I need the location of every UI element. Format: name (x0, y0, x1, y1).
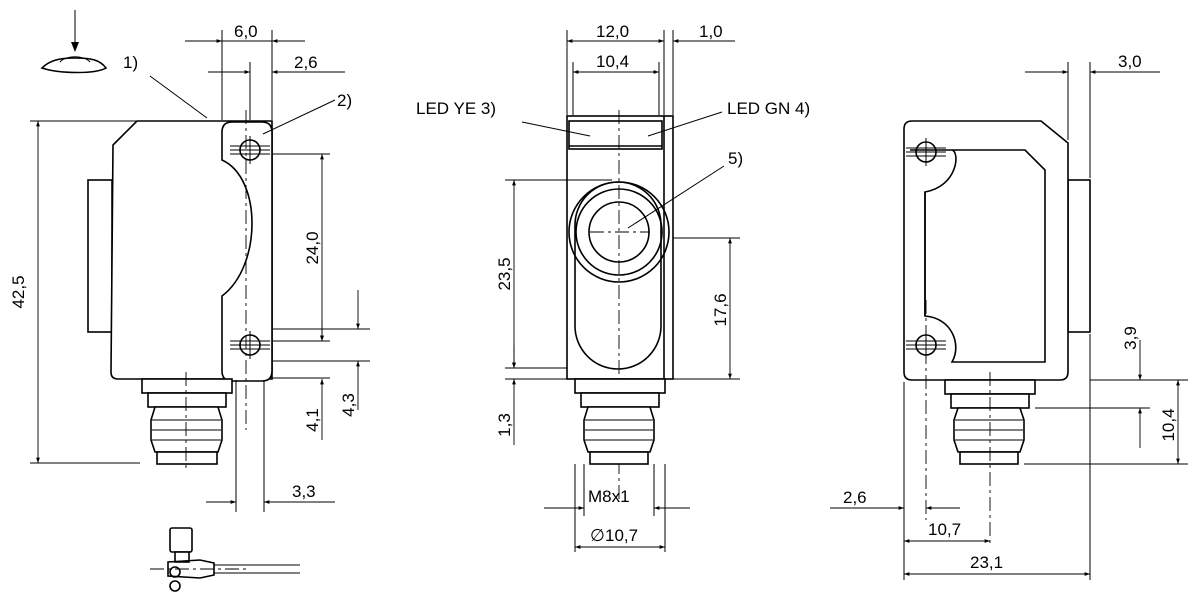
right-sensor-body (903, 120, 1069, 381)
dim-4-3: 4,3 (339, 393, 358, 417)
right-window (924, 149, 1046, 363)
left-side-view: 6,0 2,6 1) 2) 42,5 24,0 4,1 4,3 (9, 10, 370, 592)
diameter-symbol: ∅ (590, 526, 605, 545)
label-led-ye: LED YE 3) (416, 99, 496, 118)
front-view: 12,0 1,0 10,4 LED YE 3) LED GN 4) 5) 23,… (416, 22, 810, 552)
callout-1: 1) (123, 53, 138, 72)
callout-2: 2) (337, 91, 352, 110)
side-tab (87, 179, 113, 333)
dim-12-0: 12,0 (596, 22, 629, 41)
mounting-symbol-icon (40, 10, 108, 74)
dim-2-6: 2,6 (294, 53, 318, 72)
front-body (566, 115, 674, 380)
right-side-view: 3,0 3,9 10,4 2,6 10,7 23,1 (830, 52, 1188, 580)
right-side-tab (1067, 179, 1091, 333)
dim-m8x1: M8x1 (588, 487, 630, 506)
dim-3-0: 3,0 (1118, 52, 1142, 71)
dim-17-6: 17,6 (711, 293, 730, 326)
label-led-gn: LED GN 4) (727, 99, 810, 118)
dim-23-5: 23,5 (495, 257, 514, 290)
dim-42-5: 42,5 (9, 275, 28, 308)
dim-6-0: 6,0 (234, 22, 258, 41)
dim-1-0: 1,0 (699, 22, 723, 41)
connector-plug (141, 372, 233, 470)
dim-10-7-right: 10,7 (928, 520, 961, 539)
dim-10-7: 10,7 (605, 526, 638, 545)
dim-10-4: 10,4 (596, 52, 629, 71)
dim-23-1: 23,1 (970, 553, 1003, 572)
lens-outer (568, 181, 670, 283)
right-connector (944, 372, 1036, 545)
front-connector (574, 378, 666, 465)
angled-cable-plug-icon (150, 527, 300, 592)
callout-5: 5) (728, 149, 743, 168)
dim-10-4-right: 10,4 (1159, 408, 1178, 441)
dim-4-1: 4,1 (303, 408, 322, 432)
dim-3-9: 3,9 (1121, 326, 1140, 350)
side-plate (221, 121, 273, 382)
dim-1-3: 1,3 (495, 413, 514, 437)
dim-3-3: 3,3 (292, 482, 316, 501)
dim-24-0: 24,0 (303, 231, 322, 264)
dim-2-6-right: 2,6 (843, 488, 867, 507)
